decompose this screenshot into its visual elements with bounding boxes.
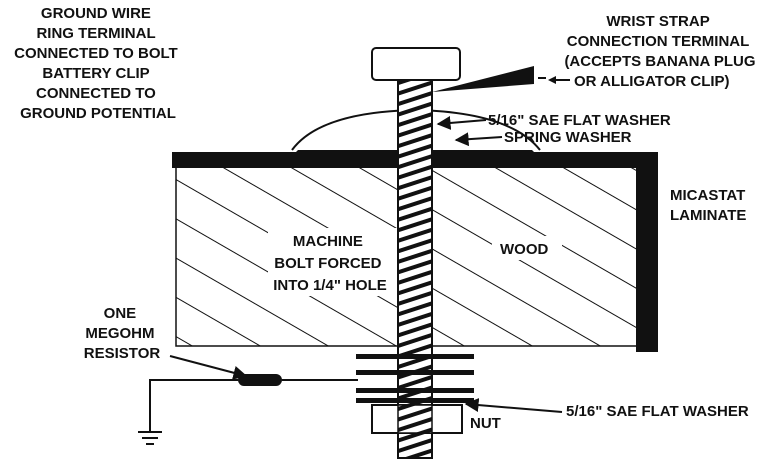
ground-symbol-icon bbox=[138, 431, 162, 445]
wrist-strap-terminal bbox=[432, 66, 534, 92]
flat-washer-top-label: 5/16" SAE FLAT WASHER bbox=[488, 112, 671, 129]
spring-washer-leader bbox=[454, 132, 503, 147]
bolt-head bbox=[371, 47, 461, 81]
ground-wire bbox=[149, 374, 358, 432]
spring-washer-label: SPRING WASHER bbox=[504, 129, 632, 146]
flat-washer-leader bbox=[436, 115, 487, 130]
nut-label: NUT bbox=[470, 415, 501, 432]
wood-label-bg bbox=[492, 236, 562, 260]
megohm-resistor bbox=[238, 374, 282, 386]
bottom-washer-leader bbox=[464, 398, 563, 413]
resistor-leader bbox=[169, 355, 248, 380]
wood-label: WOOD bbox=[500, 241, 548, 258]
leader-lines bbox=[169, 77, 563, 413]
flat-washer-bottom-label: 5/16" SAE FLAT WASHER bbox=[566, 403, 749, 420]
bolt-label-bg bbox=[268, 228, 398, 296]
micastat-label: MICASTAT LAMINATE bbox=[670, 187, 749, 224]
machine-bolt-label: MACHINE BOLT FORCED INTO 1/4" HOLE bbox=[273, 233, 387, 294]
ground-wire-label: GROUND WIRE RING TERMINAL CONNECTED TO B… bbox=[14, 5, 182, 122]
wrist-strap-label-line4: OR ALLIGATOR CLIP) bbox=[574, 73, 730, 90]
bottom-washers bbox=[356, 354, 474, 403]
wrist-strap-arrow-icon bbox=[548, 76, 556, 84]
bolt-through-nut bbox=[397, 404, 433, 434]
resistor-label: ONE MEGOHM RESISTOR bbox=[84, 305, 161, 362]
wrist-strap-label: WRIST STRAP CONNECTION TERMINAL (ACCEPTS… bbox=[564, 13, 755, 70]
